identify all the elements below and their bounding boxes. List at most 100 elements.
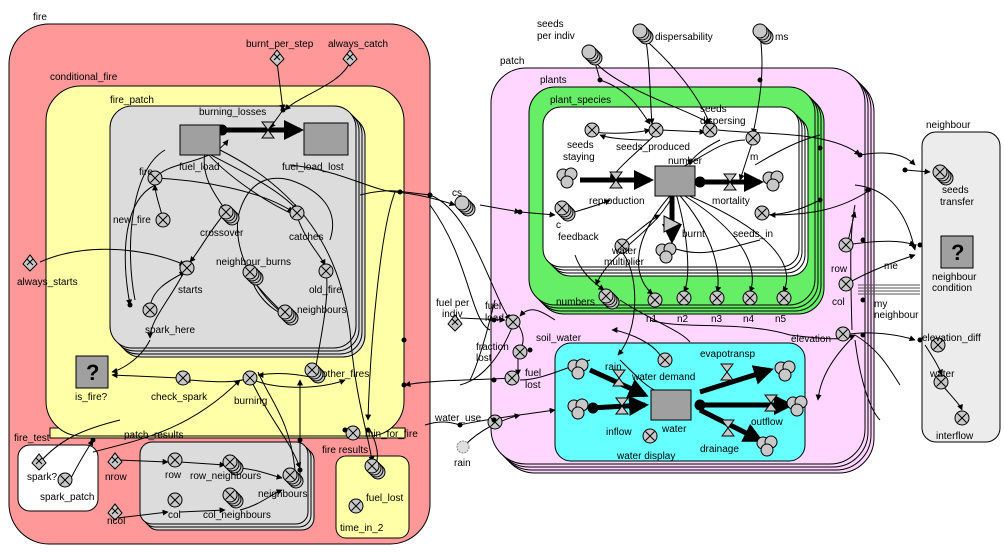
is-fire-node[interactable]: is_fire? [75,355,109,403]
submodel-fire-patch-title: fire_patch [110,95,154,106]
ncol-node[interactable]: ncol [107,503,125,527]
col-neighbours-node[interactable]: col_neighbours [203,487,271,521]
svg-text:mortality: mortality [712,196,750,207]
seeds-in-node[interactable]: seeds_in [733,205,773,240]
numbers-node[interactable]: numbers [556,288,620,310]
n4-node[interactable]: n4 [742,290,758,325]
svg-text:fuel_load_lost: fuel_load_lost [282,162,344,173]
fuel-lost-fr-node[interactable]: fuel_lost [364,458,403,504]
submodel-fire-test-title: fire_test [14,433,50,444]
row-p-node[interactable]: row [831,237,854,275]
always-catch-node[interactable]: always_catch [328,39,388,67]
rain-valve[interactable]: rain [605,362,626,387]
svg-text:burning_losses: burning_losses [199,107,266,118]
crossover-node[interactable]: crossover [200,204,244,239]
spark-here-node[interactable]: spark_here [142,302,195,336]
elevation-diff-node[interactable]: elevation_diff [922,333,981,353]
svg-text:evapotransp: evapotransp [700,349,755,360]
neighbour-burns-node[interactable]: neighbour_burns [216,257,291,286]
fuel-load-stock[interactable]: fuel_load [179,124,221,173]
submodel-fire-results[interactable]: fire results [322,445,410,539]
col-p-node[interactable]: col [832,276,854,308]
water-demand-node[interactable]: water demand [631,352,695,383]
interflow-node[interactable]: interflow [936,410,974,442]
row-neighbours-node[interactable]: row_neighbours [190,454,261,482]
spark-q-node[interactable]: spark? [27,453,57,483]
reproduction-valve[interactable]: reproduction [589,171,645,207]
check-spark-node[interactable]: check_spark [151,370,208,403]
svg-text:fuel per: fuel per [436,298,470,309]
svg-text:spark_patch: spark_patch [40,492,94,503]
old-fire-node[interactable]: old_fire [309,263,342,296]
inflow-valve[interactable]: inflow [606,397,632,438]
min-for-fire-node[interactable]: min_for_fire [345,425,418,441]
n3-node[interactable]: n3 [709,290,725,325]
burnt-valve[interactable]: burnt [663,215,705,240]
dispersability-node[interactable]: dispersability [632,23,713,45]
svg-text:fuel_lost: fuel_lost [366,493,403,504]
catches-node[interactable]: catches [289,205,323,243]
svg-text:seeds_produced: seeds_produced [616,142,690,153]
svg-text:burnt_per_step: burnt_per_step [246,39,314,50]
water-n-node[interactable]: water [929,369,955,390]
neighbours-fp-node[interactable]: neighbours [277,304,346,326]
seeds-produced-node[interactable]: seeds_produced [616,122,690,153]
svg-text:number: number [668,156,703,167]
drainage-valve[interactable]: drainage [700,419,739,455]
nrow-node[interactable]: nrow [105,452,127,483]
outflow-valve[interactable]: outflow [751,394,783,428]
elevation-node[interactable]: elevation [791,326,851,345]
cs-node[interactable]: cs [452,188,476,217]
n2-node[interactable]: n2 [676,290,692,325]
m-node[interactable]: m [745,130,761,163]
burnt-per-step-node[interactable]: burnt_per_step [246,39,314,67]
fire-node[interactable]: fire [139,167,163,186]
time-in-2-node[interactable]: time_in_2 [340,498,384,534]
spark-patch-node[interactable]: spark_patch [40,472,94,503]
burning-node[interactable]: burning [234,370,267,407]
water-display-node[interactable]: water display [616,428,675,462]
svg-text:always_starts: always_starts [17,277,78,288]
row-node[interactable]: row [165,452,183,481]
svg-text:water display: water display [616,451,675,462]
evapotransp-valve[interactable]: evapotransp [700,349,755,381]
svg-text:indiv: indiv [442,309,463,320]
water-stock[interactable]: water [650,389,692,435]
burning-losses-valve[interactable]: burning_losses [199,107,275,139]
svg-text:new_fire: new_fire [113,215,151,226]
starts-node[interactable]: starts [178,260,202,296]
fuel-load-lost-stock[interactable]: fuel_load_lost [282,122,349,173]
svg-text:row: row [165,470,182,481]
submodel-neighbour[interactable]: neighbour [921,120,1001,443]
svg-text:inflow: inflow [606,427,632,438]
neighbours-pr-node[interactable]: neighbours [258,467,307,500]
n1-node[interactable]: n1 [646,292,663,325]
always-starts-node[interactable]: always_starts [17,254,78,288]
svg-text:check_spark: check_spark [151,392,208,403]
svg-text:interflow: interflow [936,431,974,442]
svg-text:me: me [884,261,898,272]
ms-node[interactable]: ms [752,23,788,45]
water-use-node[interactable]: water_use [434,413,503,430]
n5-node[interactable]: n5 [775,290,792,325]
submodel-fire-patch[interactable]: fire_patch [109,95,366,358]
rain-outer-node[interactable]: rain [454,440,471,469]
other-fires-node[interactable]: other_fires [304,362,369,384]
svg-text:spark_here: spark_here [145,325,195,336]
col-node[interactable]: col [167,492,183,521]
new-fire-node[interactable]: new_fire [113,212,171,228]
mortality-valve[interactable]: mortality [712,173,750,207]
number-stock[interactable]: number [654,156,703,197]
svg-text:row_neighbours: row_neighbours [190,471,261,482]
